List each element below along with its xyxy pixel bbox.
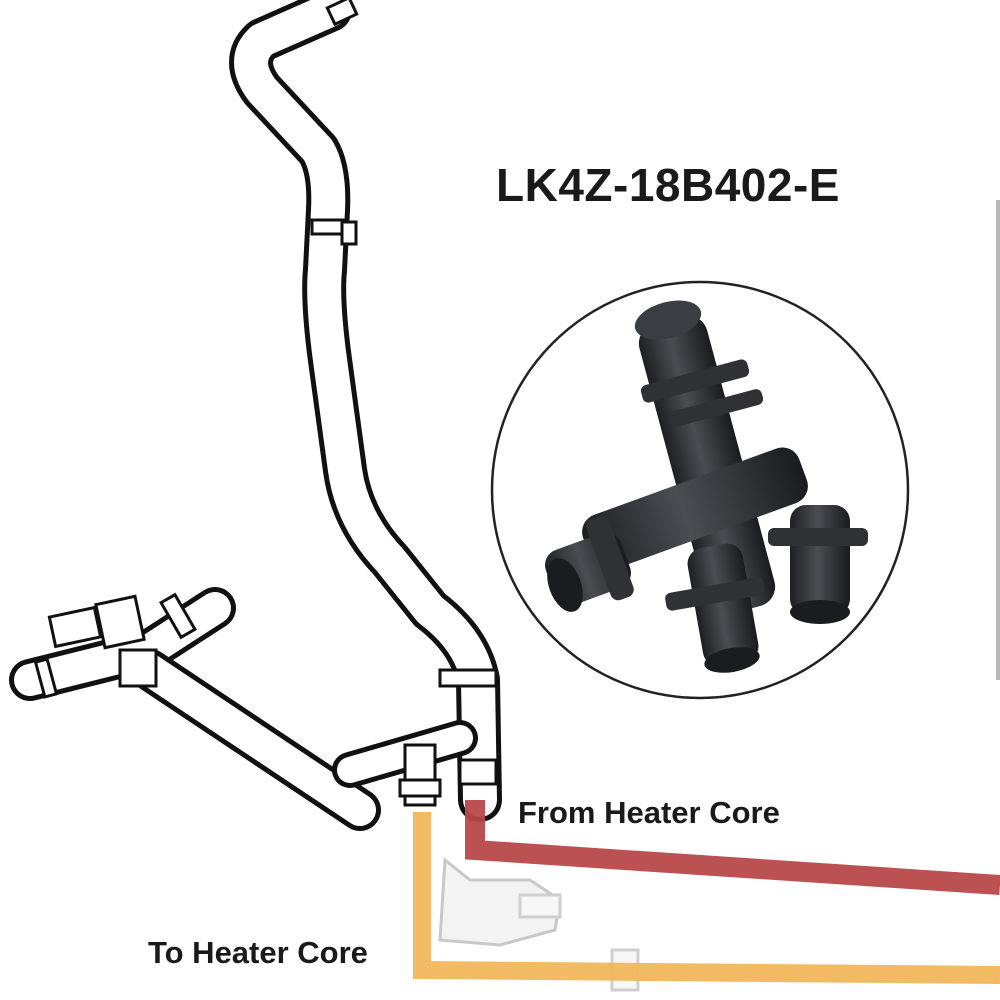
to-heater-core-label: To Heater Core bbox=[148, 935, 368, 970]
part-number-label: LK4Z-18B402-E bbox=[496, 159, 840, 211]
right-edge-line bbox=[996, 200, 1000, 680]
from-heater-core-label: From Heater Core bbox=[518, 795, 780, 830]
upper-hose bbox=[229, 0, 502, 822]
product-inset bbox=[490, 280, 910, 700]
tee-fitting bbox=[332, 720, 640, 992]
left-branch-hose bbox=[9, 587, 381, 831]
from-heater-core-line bbox=[465, 800, 1000, 895]
flow-lines bbox=[413, 800, 1000, 984]
tee-part-photo bbox=[545, 300, 868, 673]
to-heater-core-line bbox=[413, 812, 1000, 984]
